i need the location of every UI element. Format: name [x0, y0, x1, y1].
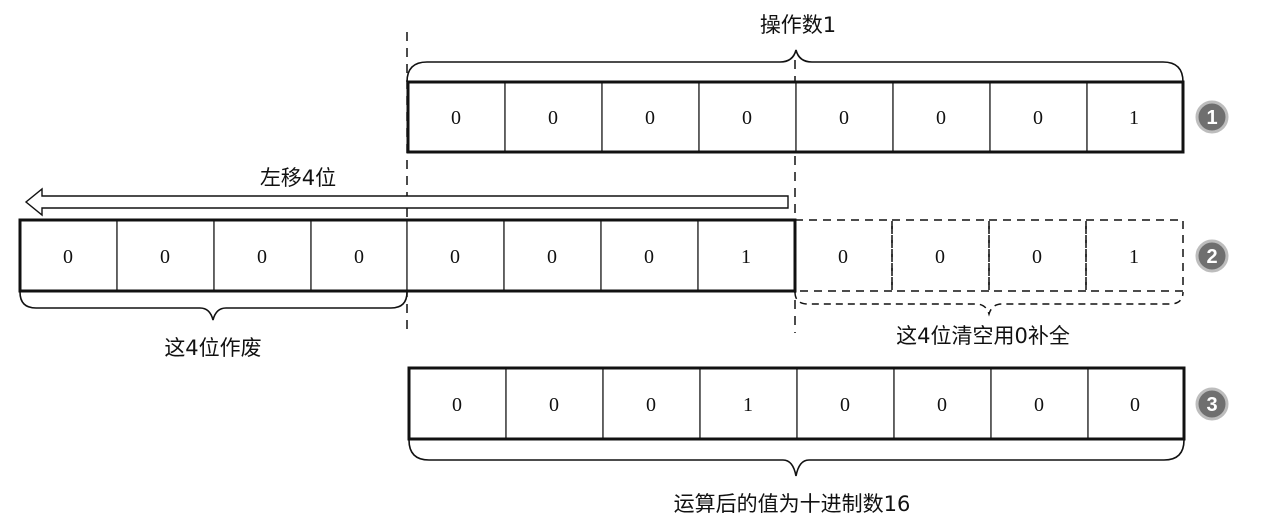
step-badge-number: 3	[1206, 394, 1217, 416]
bit-cell	[990, 367, 1089, 440]
step-badge-3: 3	[1195, 387, 1229, 421]
bit-cell	[892, 81, 991, 153]
step-badge-1: 1	[1195, 100, 1229, 134]
discarded-label: 这4位作废	[164, 336, 261, 360]
bit-value: 0	[839, 107, 849, 129]
bit-cell	[310, 219, 408, 292]
step-badge-2: 2	[1195, 239, 1229, 273]
row-3-border	[407, 366, 1186, 441]
left-arrow-icon	[24, 187, 789, 217]
row-2: 0 0 0 0 0 0 0 1 0 0 0 1 2	[18, 218, 1229, 293]
cleared-cells	[794, 219, 1184, 292]
bit-cell	[408, 367, 507, 440]
bit-value: 0	[935, 246, 945, 268]
bit-cell	[699, 367, 798, 440]
bit-value: 0	[646, 394, 656, 416]
bit-value: 0	[1034, 394, 1044, 416]
bit-cell	[601, 81, 700, 153]
bit-value: 1	[1129, 246, 1139, 268]
bit-value: 0	[549, 394, 559, 416]
bit-value: 0	[451, 107, 461, 129]
step-badge-number: 2	[1206, 246, 1217, 268]
bit-cell	[1087, 367, 1185, 440]
bit-value: 0	[547, 246, 557, 268]
bit-value: 0	[1130, 394, 1140, 416]
bit-cell	[796, 367, 895, 440]
bit-value: 1	[743, 394, 753, 416]
result-label: 运算后的值为十进制数16	[674, 492, 911, 516]
shift-label: 左移4位	[260, 166, 336, 190]
discarded-brace	[19, 291, 408, 321]
bit-value: 0	[838, 246, 848, 268]
bit-value: 0	[63, 246, 73, 268]
row-1-cells	[406, 80, 1185, 154]
bit-cell	[989, 81, 1088, 153]
result-brace	[408, 439, 1185, 477]
row-3: 0 0 0 1 0 0 0 0 3	[407, 366, 1229, 441]
bit-value: 0	[160, 246, 170, 268]
row-1: 0 0 0 0 0 0 0 1 1	[406, 80, 1229, 154]
operand-brace	[406, 49, 1184, 83]
bit-value: 0	[354, 246, 364, 268]
bit-cell	[893, 367, 992, 440]
dashed-bit-cell	[1085, 219, 1184, 292]
bit-value: 0	[937, 394, 947, 416]
bit-value: 0	[936, 107, 946, 129]
bit-value: 0	[257, 246, 267, 268]
bit-value: 0	[452, 394, 462, 416]
operand-label: 操作数1	[760, 13, 836, 37]
bit-value: 0	[450, 246, 460, 268]
bit-value: 0	[1033, 107, 1043, 129]
bit-value: 1	[1129, 107, 1139, 129]
bit-value: 0	[1032, 246, 1042, 268]
step-badge-number: 1	[1206, 107, 1217, 129]
bit-value: 0	[742, 107, 752, 129]
bit-cell	[602, 367, 701, 440]
bit-value: 0	[644, 246, 654, 268]
bit-value: 0	[645, 107, 655, 129]
bit-cell	[698, 81, 797, 153]
bit-value: 0	[840, 394, 850, 416]
cleared-brace	[794, 291, 1184, 317]
bit-cell	[213, 219, 312, 292]
row-1-border	[406, 80, 1185, 154]
bit-value: 0	[548, 107, 558, 129]
cleared-label: 这4位清空用0补全	[896, 324, 1070, 348]
bit-value: 1	[741, 246, 751, 268]
